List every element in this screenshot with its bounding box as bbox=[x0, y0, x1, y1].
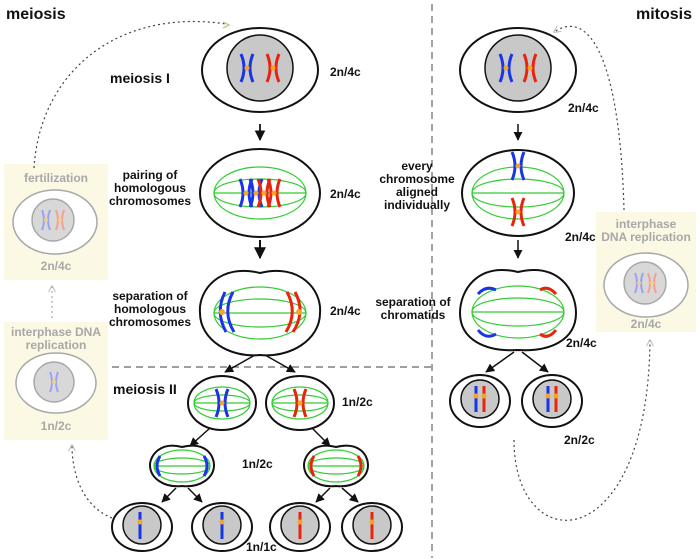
ploidy-m2-final: 1n/1c bbox=[246, 540, 277, 554]
meiosis-II-label: meiosis II bbox=[113, 381, 177, 397]
interphase-right-ploidy: 2n/4c bbox=[630, 317, 662, 331]
ploidy-m2-separation: 1n/2c bbox=[242, 457, 273, 471]
fertilization-label: fertilization bbox=[23, 171, 88, 185]
ploidy-mit-final: 2n/2c bbox=[564, 433, 595, 447]
ploidy-m1-separation: 2n/4c bbox=[330, 304, 361, 318]
ploidy-mit-cell: 2n/4c bbox=[568, 101, 599, 115]
interphase-left-ploidy: 1n/2c bbox=[40, 419, 72, 433]
ploidy-m1-cell: 2n/4c bbox=[330, 65, 361, 79]
ploidy-m2-cell: 1n/2c bbox=[342, 395, 373, 409]
meiosis-I-label: meiosis I bbox=[110, 70, 170, 86]
ploidy-mit-separation: 2n/4c bbox=[566, 336, 597, 350]
meiosis-title: meiosis bbox=[6, 6, 66, 23]
fertilization-ploidy: 2n/4c bbox=[40, 259, 72, 273]
ploidy-mit-aligned: 2n/4c bbox=[565, 230, 596, 244]
ploidy-m1-pairing: 2n/4c bbox=[330, 187, 361, 201]
mitosis-title: mitosis bbox=[636, 6, 693, 23]
